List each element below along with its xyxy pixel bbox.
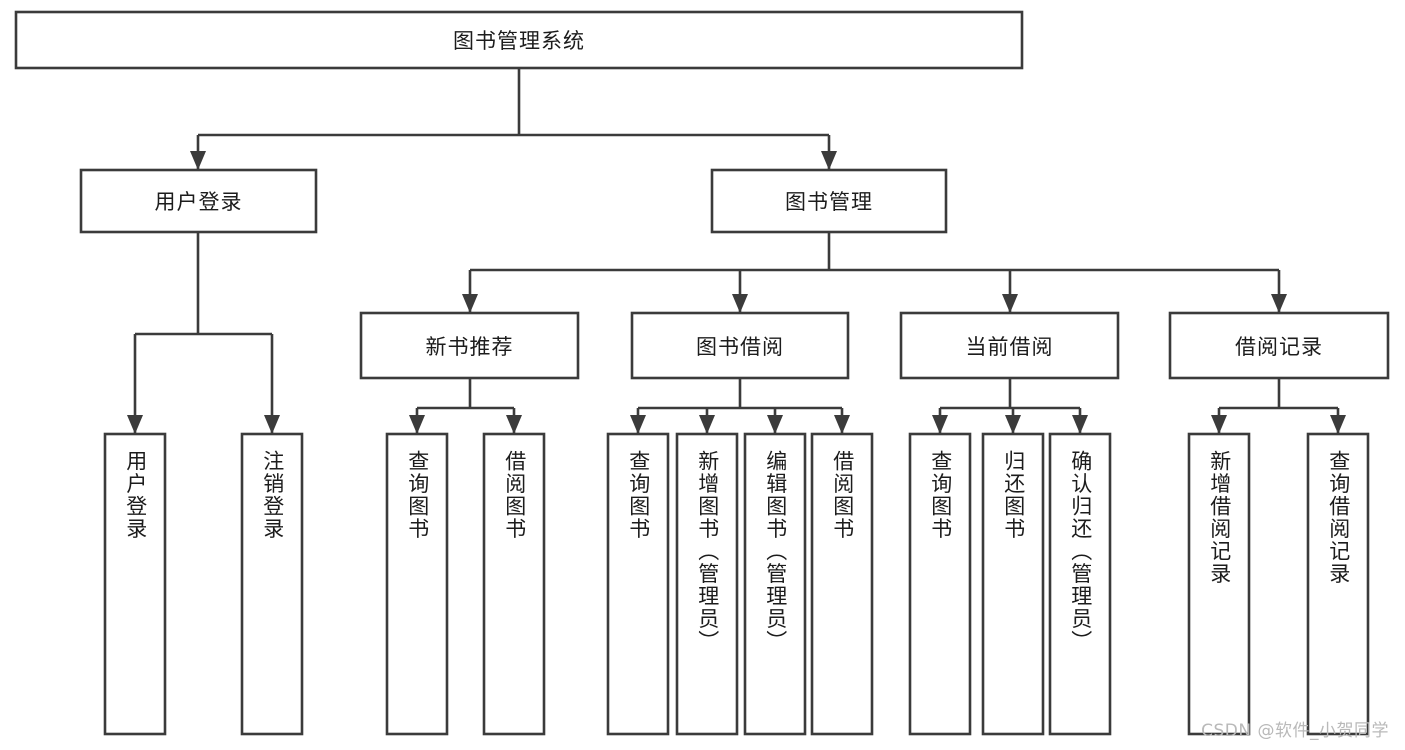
node-box-leaf-query-book-1[interactable] [385,432,449,736]
node-box-leaf-add-book[interactable] [675,432,739,736]
arrow-head-icon [1271,294,1287,313]
node-box-new-book-recommend[interactable] [359,311,580,380]
node-box-book-manage[interactable] [710,168,948,234]
node-box-leaf-add-record[interactable] [1187,432,1251,736]
node-box-user-login[interactable] [79,168,318,234]
arrow-head-icon [462,294,478,313]
arrow-head-icon [932,415,948,434]
node-box-leaf-logout[interactable] [240,432,304,736]
arrow-head-icon [1002,294,1018,313]
node-box-leaf-query-book-2[interactable] [606,432,670,736]
arrow-head-icon [409,415,425,434]
node-box-leaf-query-record[interactable] [1306,432,1370,736]
arrow-head-icon [1005,415,1021,434]
node-box-borrow-record[interactable] [1168,311,1390,380]
arrow-head-icon [821,151,837,170]
arrow-head-icon [1330,415,1346,434]
arrow-head-icon [1211,415,1227,434]
node-box-leaf-query-book-3[interactable] [908,432,972,736]
node-box-current-borrow[interactable] [899,311,1120,380]
arrow-head-icon [767,415,783,434]
arrow-head-icon [127,415,143,434]
arrow-head-icon [699,415,715,434]
node-box-root[interactable] [14,10,1024,70]
node-box-leaf-confirm-return[interactable] [1048,432,1112,736]
arrow-head-icon [190,151,206,170]
node-box-leaf-borrow-book-1[interactable] [482,432,546,736]
arrow-head-icon [1072,415,1088,434]
node-box-leaf-user-login[interactable] [103,432,167,736]
arrow-head-icon [630,415,646,434]
node-box-leaf-borrow-book-2[interactable] [810,432,874,736]
arrow-head-icon [264,415,280,434]
arrow-head-icon [506,415,522,434]
arrow-head-icon [834,415,850,434]
connector-layer [127,68,1346,434]
node-box-leaf-return-book[interactable] [981,432,1045,736]
node-box-leaf-edit-book[interactable] [743,432,807,736]
arrow-head-icon [732,294,748,313]
node-box-book-borrow[interactable] [630,311,850,380]
node-box-layer [14,10,1390,736]
